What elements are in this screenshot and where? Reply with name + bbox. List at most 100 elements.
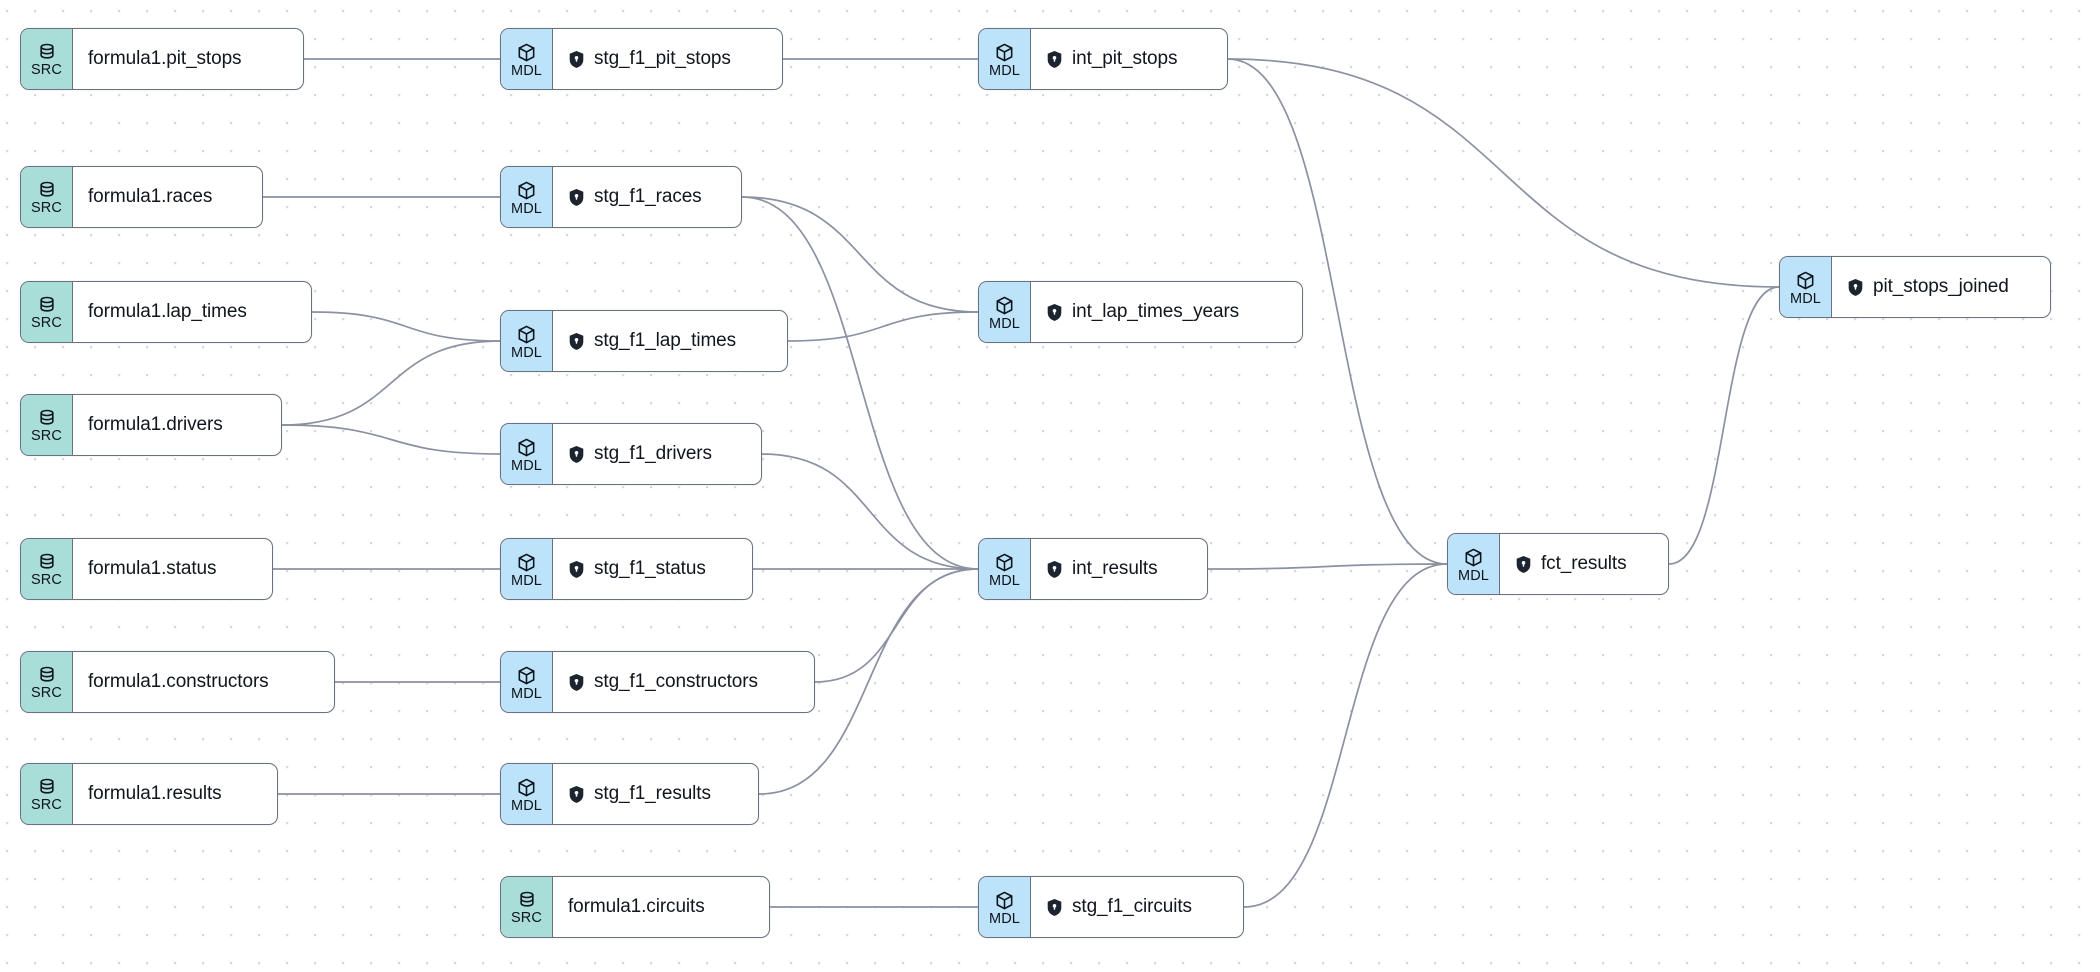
node-fct_results[interactable]: MDL fct_results — [1447, 533, 1669, 595]
edge-stg_drivers-to-int_results — [761, 453, 979, 570]
shield-icon — [569, 445, 584, 463]
badge-label: SRC — [31, 62, 62, 78]
node-label: fct_results — [1541, 553, 1627, 574]
node-badge-mdl: MDL — [979, 29, 1031, 89]
node-body: stg_f1_drivers — [553, 424, 761, 484]
node-int_results[interactable]: MDL int_results — [978, 538, 1208, 600]
edge-int_pit_stops-to-pit_stops_joined — [1227, 58, 1780, 288]
node-body: int_pit_stops — [1031, 29, 1227, 89]
node-body: formula1.pit_stops — [73, 29, 303, 89]
node-label: formula1.status — [88, 558, 217, 579]
node-src_races[interactable]: SRC formula1.races — [20, 166, 263, 228]
node-label: int_results — [1072, 558, 1158, 579]
badge-label: MDL — [1790, 290, 1821, 307]
node-label: stg_f1_circuits — [1072, 896, 1192, 917]
node-src_status[interactable]: SRC formula1.status — [20, 538, 273, 600]
node-badge-mdl: MDL — [1780, 257, 1832, 317]
node-int_lap_times_years[interactable]: MDL int_lap_times_years — [978, 281, 1303, 343]
node-body: fct_results — [1500, 534, 1668, 594]
shield-icon — [1047, 898, 1062, 916]
node-badge-mdl: MDL — [501, 652, 553, 712]
node-badge-src: SRC — [21, 764, 73, 824]
shield-icon — [569, 673, 584, 691]
database-icon — [517, 890, 537, 910]
shield-icon — [568, 50, 585, 69]
node-label: formula1.races — [88, 186, 213, 207]
database-icon — [37, 777, 57, 797]
edge-fct_results-to-pit_stops_joined — [1668, 286, 1780, 565]
badge-label: SRC — [31, 428, 62, 444]
node-badge-src: SRC — [21, 395, 73, 455]
database-icon — [37, 552, 57, 572]
node-label: stg_f1_races — [594, 186, 702, 207]
node-stg_drivers[interactable]: MDL stg_f1_drivers — [500, 423, 762, 485]
badge-label: MDL — [1458, 567, 1489, 584]
badge-label: MDL — [989, 315, 1020, 332]
node-src_results[interactable]: SRC formula1.results — [20, 763, 278, 825]
shield-icon — [568, 332, 585, 351]
cube-icon — [994, 295, 1015, 316]
node-body: formula1.drivers — [73, 395, 281, 455]
cube-icon — [994, 42, 1015, 63]
node-badge-mdl: MDL — [501, 311, 553, 371]
node-body: int_results — [1031, 539, 1207, 599]
shield-icon — [569, 560, 584, 578]
node-badge-mdl: MDL — [979, 877, 1031, 937]
node-badge-src: SRC — [21, 167, 73, 227]
badge-label: SRC — [31, 200, 62, 216]
edge-stg_circuits-to-fct_results — [1243, 563, 1448, 908]
node-label: formula1.results — [88, 783, 222, 804]
node-label: formula1.circuits — [568, 896, 705, 917]
edge-src_lap_times-to-stg_lap_times — [311, 311, 501, 342]
node-body: stg_f1_constructors — [553, 652, 814, 712]
shield-icon — [1046, 560, 1063, 579]
node-src_drivers[interactable]: SRC formula1.drivers — [20, 394, 282, 456]
node-badge-mdl: MDL — [501, 29, 553, 89]
node-body: stg_f1_pit_stops — [553, 29, 782, 89]
badge-label: MDL — [989, 572, 1020, 589]
shield-icon — [1047, 303, 1062, 321]
cube-icon — [516, 552, 537, 573]
node-label: stg_f1_results — [594, 783, 711, 804]
cube-icon — [516, 437, 537, 458]
database-icon — [37, 42, 57, 62]
node-src_pit_stops[interactable]: SRC formula1.pit_stops — [20, 28, 304, 90]
node-label: formula1.drivers — [88, 414, 223, 435]
node-stg_circuits[interactable]: MDL stg_f1_circuits — [978, 876, 1244, 938]
node-badge-src: SRC — [21, 29, 73, 89]
badge-label: MDL — [511, 62, 542, 79]
node-badge-src: SRC — [21, 282, 73, 342]
node-body: stg_f1_races — [553, 167, 741, 227]
shield-icon — [569, 332, 584, 350]
edge-stg_constructors-to-int_results — [814, 568, 979, 683]
database-icon — [37, 408, 57, 428]
shield-icon — [1047, 560, 1062, 578]
shield-icon — [569, 188, 584, 206]
edge-stg_races-to-int_results — [741, 196, 979, 570]
node-badge-mdl: MDL — [1448, 534, 1500, 594]
node-body: stg_f1_status — [553, 539, 752, 599]
shield-icon — [1847, 278, 1864, 297]
badge-label: SRC — [31, 315, 62, 331]
badge-label: MDL — [511, 457, 542, 474]
node-body: int_lap_times_years — [1031, 282, 1302, 342]
node-body: formula1.circuits — [553, 877, 769, 937]
cube-icon — [1795, 270, 1816, 291]
node-badge-src: SRC — [21, 539, 73, 599]
cube-icon — [516, 665, 537, 686]
node-stg_pit_stops[interactable]: MDL stg_f1_pit_stops — [500, 28, 783, 90]
shield-icon — [1046, 898, 1063, 917]
node-label: formula1.pit_stops — [88, 48, 242, 69]
